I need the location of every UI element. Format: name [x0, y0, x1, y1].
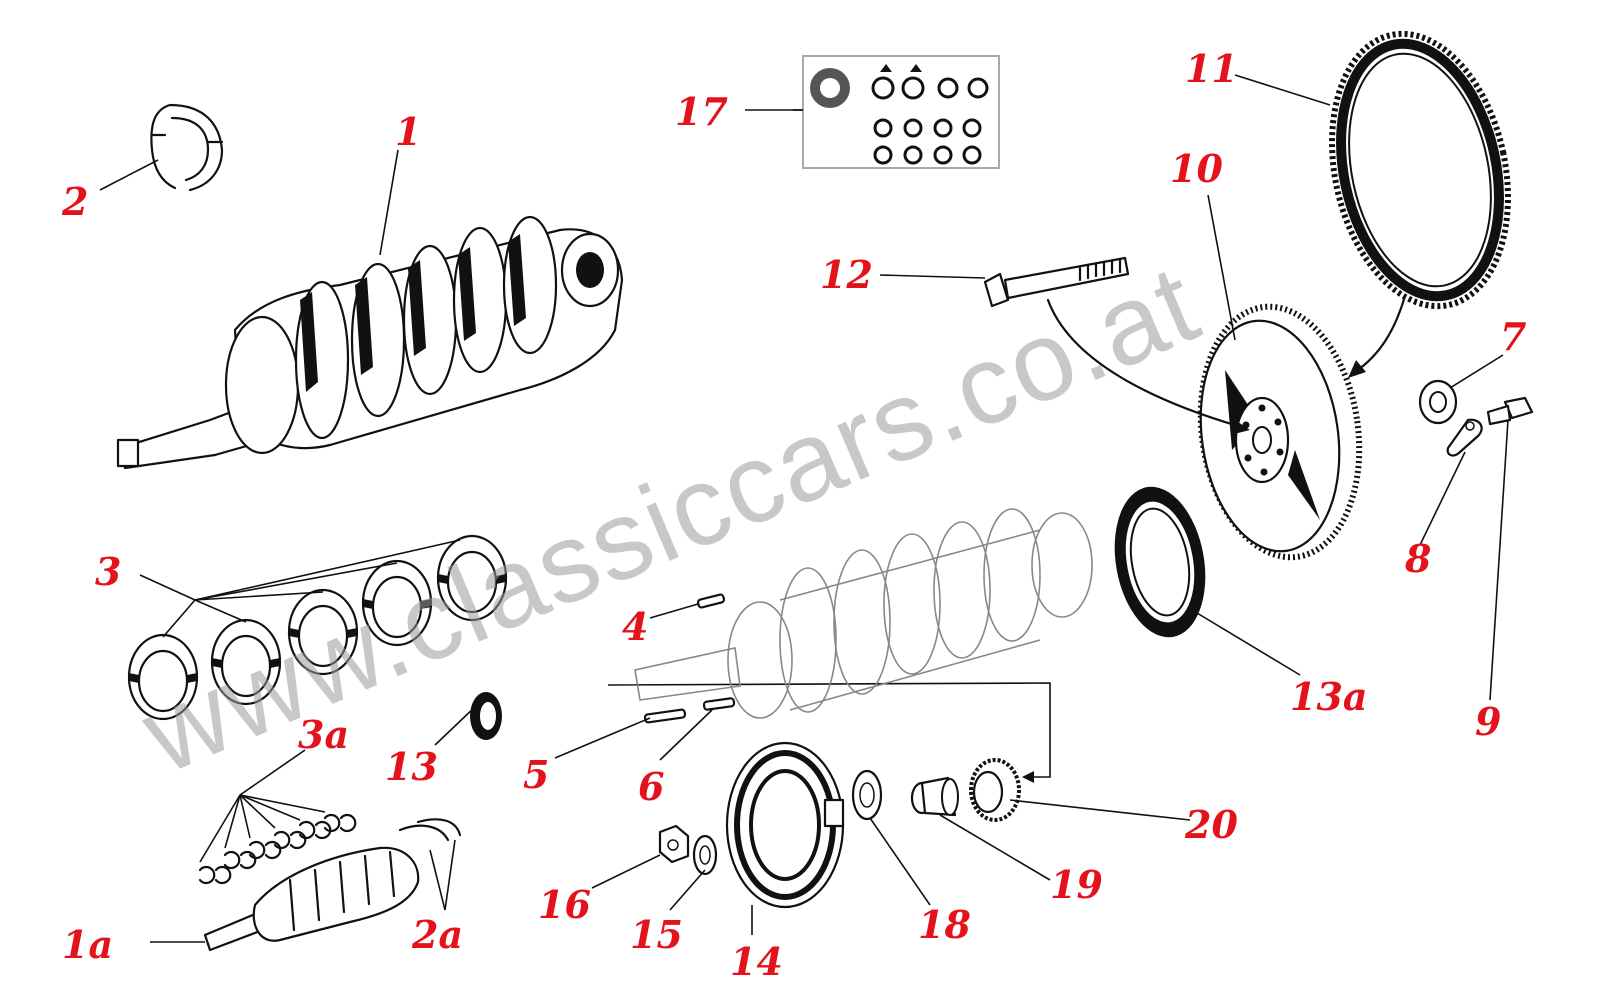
part-washer-set-card: [802, 55, 1000, 169]
callout-3a: 3a: [298, 712, 349, 757]
part-thrust-washers-small: [398, 818, 462, 842]
callout-20: 20: [1184, 802, 1238, 847]
part-timing-sprocket: [969, 758, 1021, 822]
part-main-bearings: [127, 534, 508, 721]
part-spacer-washer: [851, 769, 883, 821]
callout-9: 9: [1475, 699, 1501, 744]
callout-13a: 13a: [1290, 674, 1368, 719]
callout-2: 2: [61, 179, 88, 224]
part-front-oil-seal: [470, 692, 502, 740]
part-thrust-washer: [150, 103, 224, 192]
callout-1: 1: [395, 109, 421, 154]
callout-2a: 2a: [411, 912, 463, 957]
callout-15: 15: [630, 912, 683, 957]
callout-17: 17: [675, 89, 728, 134]
part-crankshaft-small: [203, 846, 420, 952]
callout-3: 3: [95, 549, 121, 594]
part-flywheel-bolt: [983, 256, 1130, 308]
part-crankshaft-outline: [634, 508, 1093, 719]
callout-16: 16: [538, 882, 591, 927]
callout-4: 4: [622, 604, 648, 649]
part-crank-pulley: [725, 741, 845, 909]
callout-12: 12: [820, 252, 873, 297]
part-oil-sleeve: [910, 776, 959, 817]
callout-19: 19: [1050, 862, 1103, 907]
callout-1a: 1a: [62, 922, 113, 967]
part-ring-gear: [1329, 30, 1511, 310]
part-long-key: [643, 708, 687, 724]
callout-18: 18: [918, 902, 971, 947]
part-pulley-nut: [658, 824, 690, 864]
part-flywheel: [1197, 303, 1363, 561]
callout-14: 14: [730, 939, 783, 984]
callout-13: 13: [385, 744, 438, 789]
callout-11: 11: [1185, 46, 1238, 91]
callout-8: 8: [1404, 536, 1431, 581]
part-pulley-washer: [692, 834, 718, 876]
assembly-arrows: [607, 294, 1407, 783]
part-bearings-small: [198, 813, 357, 885]
callout-10: 10: [1170, 146, 1223, 191]
callout-7: 7: [1500, 314, 1526, 359]
part-flywheel-screw: [1486, 396, 1534, 426]
part-lock-plate: [1446, 418, 1483, 457]
part-short-key: [702, 697, 736, 711]
part-crankshaft-main: [116, 215, 624, 470]
part-woodruff-key: [696, 593, 726, 609]
callout-5: 5: [523, 752, 549, 797]
leader-lines: [99, 74, 1509, 943]
part-flywheel-nut: [1418, 379, 1458, 425]
part-rear-oil-seal: [1114, 486, 1206, 638]
callout-6: 6: [638, 764, 664, 809]
